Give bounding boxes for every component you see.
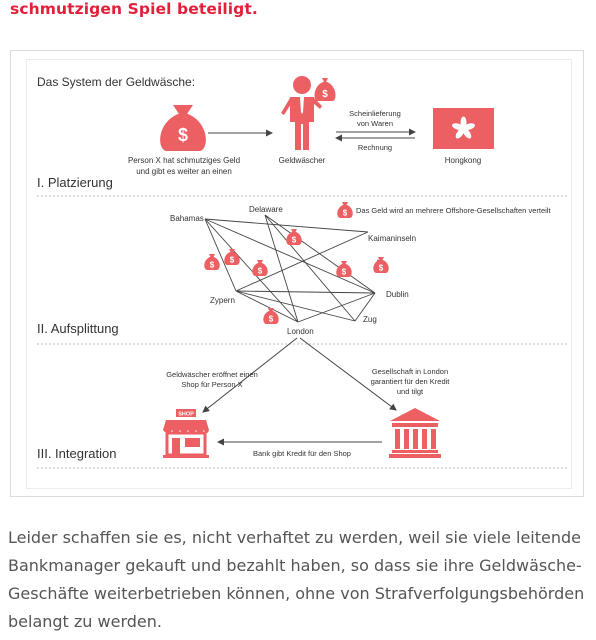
money-launderer-icon: $ (281, 76, 336, 150)
fake-delivery-label: Scheinlieferung (349, 109, 401, 118)
place-label-kaimaninseln: Kaimaninseln (368, 234, 416, 243)
phase-label-integration: III. Integration (37, 446, 117, 461)
bank-guarantee-label: und tilgt (397, 387, 424, 396)
bank-icon (389, 408, 441, 458)
body-paragraph: Leider schaffen sie es, nicht verhaftet … (8, 524, 588, 636)
money-bag-icon (263, 308, 279, 324)
money-bag-icon (252, 260, 268, 276)
money-bag-icon (337, 202, 353, 218)
money-bag-icon (204, 254, 220, 270)
place-label-bahamas: Bahamas (170, 214, 204, 223)
offshore-network (204, 214, 376, 323)
money-bag-icon (373, 257, 389, 273)
money-bag-icon (336, 261, 352, 277)
place-label-delaware: Delaware (249, 205, 283, 214)
bank-guarantee-label: Gesellschaft in London (372, 367, 448, 376)
legend-text: Das Geld wird an mehrere Offshore-Gesell… (356, 206, 551, 215)
phase-label-platzierung: I. Platzierung (37, 175, 113, 190)
shop-sign-text: SHOP (178, 412, 194, 418)
credit-label: Bank gibt Kredit für den Shop (253, 449, 351, 458)
arrow (299, 337, 397, 411)
diagram-inner-border (26, 59, 572, 489)
place-label-london: London (287, 327, 314, 336)
paragraph-line: Leider schaffen sie es, nicht verhaftet … (8, 528, 581, 547)
fake-delivery-label: von Waren (357, 119, 393, 128)
invoice-label: Rechnung (358, 143, 392, 152)
paragraph-line: Bankmanager gekauft und bezahlt haben, s… (8, 556, 582, 575)
bank-guarantee-label: garantiert für den Kredit (371, 377, 451, 386)
shop-opening-label: Shop für Person X (181, 380, 242, 389)
money-bag-icon: $ (160, 105, 206, 151)
place-label-zypern: Zypern (210, 296, 235, 305)
place-label-zug: Zug (363, 315, 377, 324)
paragraph-line: belangt zu werden. (8, 612, 162, 631)
svg-text:$: $ (322, 89, 328, 100)
person-x-label: Person X hat schmutziges Geld (128, 156, 240, 165)
arrow (202, 337, 298, 413)
launderer-label: Geldwäscher (279, 156, 326, 165)
diagram-title: Das System der Geldwäsche: (37, 75, 195, 89)
hongkong-label: Hongkong (445, 156, 481, 165)
person-x-label: und gibt es weiter an einen (136, 167, 232, 176)
shop-opening-label: Geldwäscher eröffnet einen (166, 370, 258, 379)
shop-icon: SHOP (163, 409, 209, 458)
money-bag-icon (224, 249, 240, 265)
paragraph-line: Geschäfte weiterbetrieben können, ohne v… (8, 584, 585, 603)
phase-label-aufsplittung: II. Aufsplittung (37, 321, 119, 336)
place-label-dublin: Dublin (386, 290, 409, 299)
svg-text:$: $ (178, 125, 188, 145)
hongkong-flag-icon (433, 108, 494, 149)
section-heading: schmutzigen Spiel beteiligt. (10, 0, 258, 18)
